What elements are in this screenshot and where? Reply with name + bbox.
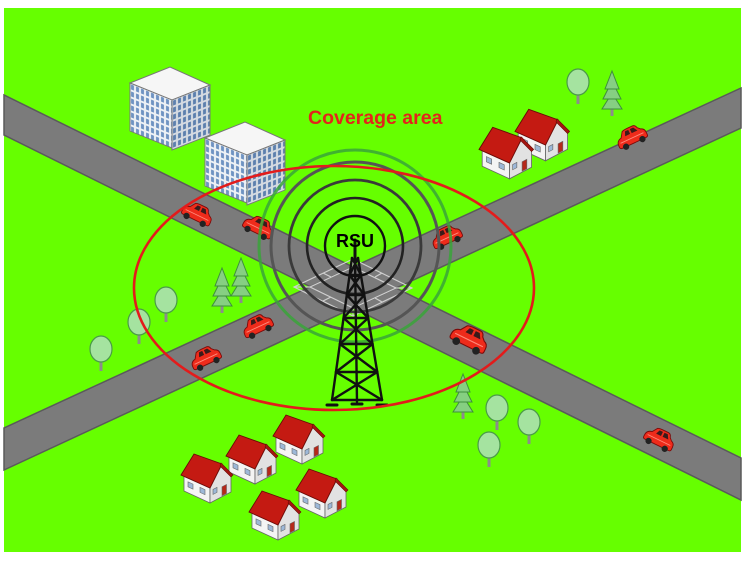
rsu-label: RSU [336,231,374,251]
coverage-area-label: Coverage area [308,107,443,129]
coverage-area-boundary [132,164,536,412]
office-building [128,66,212,151]
office-building [203,121,287,206]
rsu-tower [325,238,389,407]
